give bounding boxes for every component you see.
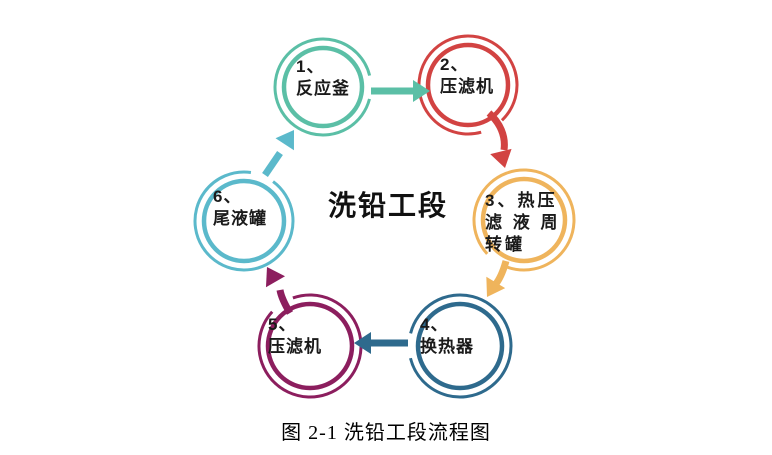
- node-1-label: 1、 反应釜: [296, 56, 350, 100]
- node-4-inner-ring: [415, 301, 505, 391]
- node-1-number: 1、: [296, 57, 325, 76]
- node-4-number: 4、: [420, 315, 449, 334]
- arrow-5-6-head: [265, 267, 286, 288]
- arrow-6-1-shaft: [262, 151, 283, 177]
- node-5-outer-ring: [257, 293, 363, 399]
- arrow-2-3-shaft: [486, 110, 508, 151]
- node-3-line-2: 滤 液 周: [485, 213, 561, 232]
- figure-caption: 图 2-1 洗铅工段流程图: [281, 422, 491, 444]
- node-4-outer-ring: [407, 293, 513, 399]
- node-5-inner-ring: [265, 301, 355, 391]
- node-6-inner-ring: [201, 178, 287, 264]
- node-6-label: 6、 尾液罐: [213, 186, 267, 230]
- node-6-number: 6、: [213, 187, 242, 206]
- node-2-inner-ring: [425, 42, 511, 128]
- node-5-label: 5、 压滤机: [268, 314, 322, 358]
- node-2-label: 2、 压滤机: [440, 54, 494, 98]
- node-1-inner-ring: [281, 45, 365, 129]
- node-2-number: 2、: [440, 55, 469, 74]
- arrow-6-1-head: [275, 130, 294, 151]
- node-3-line-1: 3、热压: [485, 191, 558, 210]
- node-5-number: 5、: [268, 315, 297, 334]
- node-1-name: 反应釜: [296, 79, 350, 98]
- arrow-1-2-head: [413, 80, 430, 102]
- node-6-name: 尾液罐: [213, 209, 267, 228]
- node-5-name: 压滤机: [268, 337, 322, 356]
- node-2-outer-ring: [417, 34, 519, 136]
- node-4-label: 4、 换热器: [420, 314, 474, 358]
- arrow-3-4-shaft: [492, 260, 510, 288]
- node-2-name: 压滤机: [440, 77, 494, 96]
- node-3-label: 3、热压 滤 液 周 转罐: [485, 190, 560, 256]
- arrow-2-3-head: [490, 148, 512, 168]
- node-4-name: 换热器: [420, 337, 474, 356]
- arrow-5-6-shaft: [276, 289, 294, 315]
- arrow-3-4-head: [486, 276, 506, 297]
- diagram-title: 洗铅工段: [328, 190, 449, 221]
- arrow-4-5-head: [354, 332, 371, 354]
- node-3-outer-ring: [472, 168, 576, 272]
- node-3-inner-ring: [480, 176, 568, 264]
- node-3-line-3: 转罐: [485, 235, 525, 254]
